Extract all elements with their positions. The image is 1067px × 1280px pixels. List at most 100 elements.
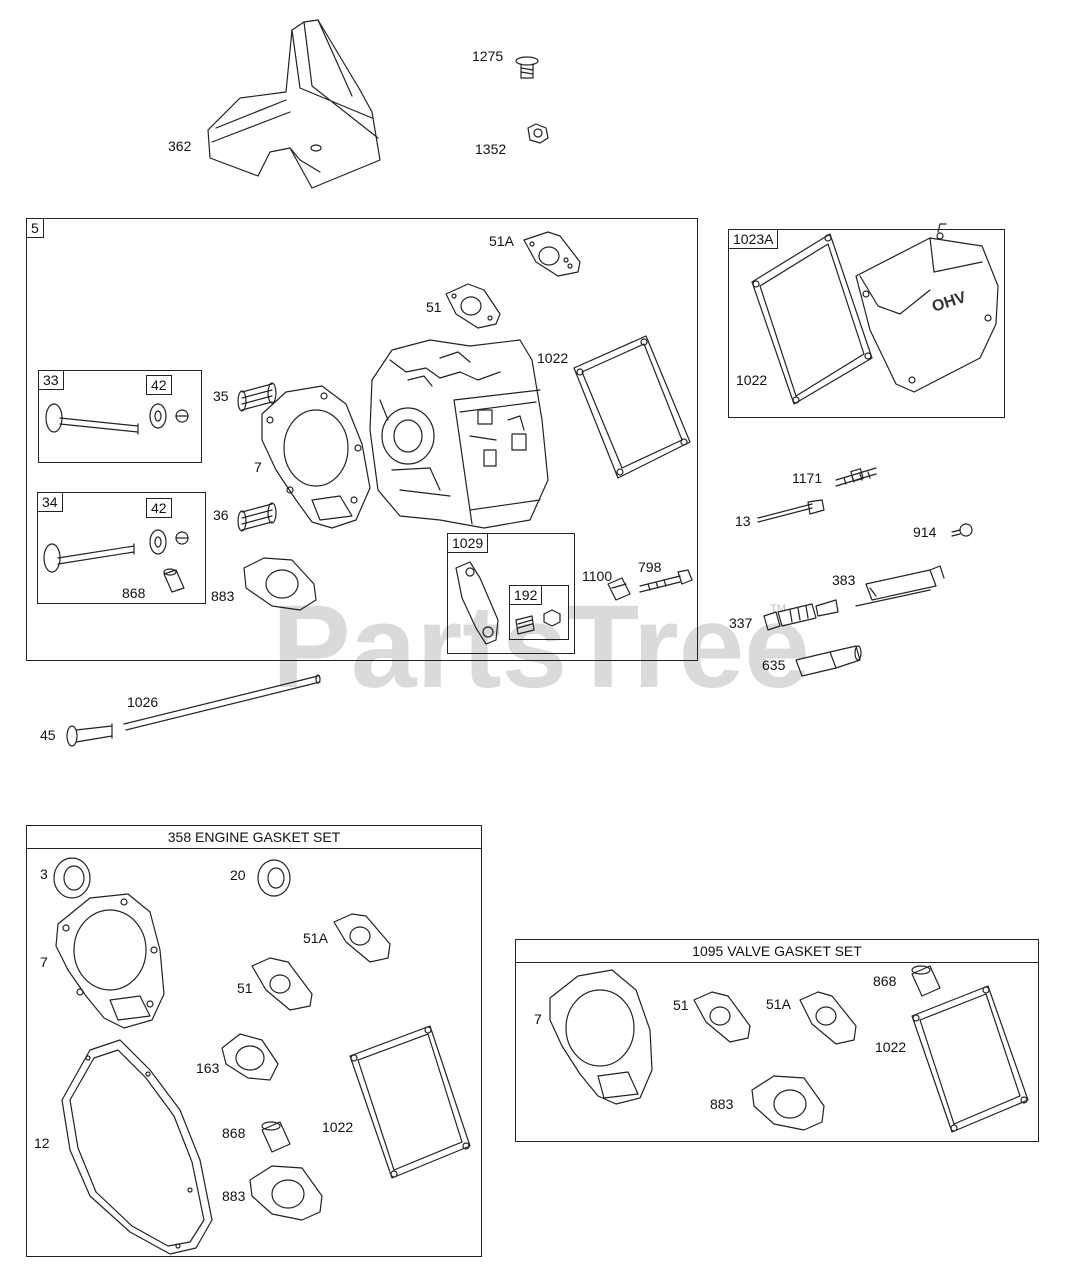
callout-36: 36 xyxy=(213,507,229,523)
callout-51A: 51A xyxy=(489,233,514,249)
sub-box-42-2: 42 xyxy=(146,498,172,518)
part-1171-stud[interactable] xyxy=(835,467,877,487)
valve-part-51-gasket[interactable] xyxy=(693,991,751,1043)
part-1022-gasket[interactable] xyxy=(573,335,691,479)
engine-callout-1022: 1022 xyxy=(322,1119,354,1135)
engine-part-20-seal[interactable] xyxy=(257,859,291,897)
watermark-trademark: TM xyxy=(770,603,786,615)
callout-7: 7 xyxy=(254,459,262,475)
sub-tag-1029: 1029 xyxy=(447,533,489,553)
callout-362: 362 xyxy=(168,138,192,154)
part-914-screw[interactable] xyxy=(951,523,973,537)
callout-635: 635 xyxy=(762,657,786,673)
engine-gasket-set-title: 358 ENGINE GASKET SET xyxy=(27,826,481,849)
part-635-boot[interactable] xyxy=(795,645,862,677)
assembly-box-5: 5 xyxy=(26,218,698,661)
part-1029-rocker-arm[interactable] xyxy=(455,561,499,645)
part-cylinder-head[interactable] xyxy=(369,339,549,529)
engine-part-7-head-gasket[interactable] xyxy=(55,893,165,1029)
callout-13: 13 xyxy=(735,513,751,529)
sub-tag-33: 33 xyxy=(38,370,64,390)
part-1026-push-rod[interactable] xyxy=(123,674,321,731)
valve-part-1022-gasket[interactable] xyxy=(911,985,1029,1133)
part-1275-screw[interactable] xyxy=(515,56,539,79)
engine-gasket-set-box: 358 ENGINE GASKET SET xyxy=(26,825,482,1257)
engine-callout-20: 20 xyxy=(230,867,246,883)
part-7-head-gasket[interactable] xyxy=(261,385,371,529)
part-34-valve[interactable] xyxy=(43,543,135,573)
valve-callout-868: 868 xyxy=(873,973,897,989)
valve-gasket-set-box: 1095 VALVE GASKET SET xyxy=(515,939,1039,1142)
engine-part-51-gasket[interactable] xyxy=(251,957,313,1011)
sub-box-42: 42 xyxy=(146,375,172,395)
valve-callout-51: 51 xyxy=(673,997,689,1013)
engine-part-51A-gasket[interactable] xyxy=(333,913,391,963)
engine-callout-3: 3 xyxy=(40,866,48,882)
part-rocker-cover[interactable] xyxy=(855,223,999,393)
valve-callout-883: 883 xyxy=(710,1096,734,1112)
callout-1026: 1026 xyxy=(127,694,159,710)
part-192-stud[interactable] xyxy=(515,609,561,635)
engine-part-3-seal[interactable] xyxy=(53,857,91,899)
sub-tag-192: 192 xyxy=(509,585,543,605)
part-337-spark-plug[interactable] xyxy=(763,599,839,631)
callout-383: 383 xyxy=(832,572,856,588)
callout-798: 798 xyxy=(638,559,662,575)
valve-part-51A-gasket[interactable] xyxy=(799,991,857,1045)
valve-part-7-head-gasket[interactable] xyxy=(549,969,653,1105)
engine-callout-51: 51 xyxy=(237,980,253,996)
engine-callout-7: 7 xyxy=(40,954,48,970)
callout-883: 883 xyxy=(211,588,235,604)
assembly-tag-1023A: 1023A xyxy=(728,229,779,249)
part-33-valve[interactable] xyxy=(45,403,139,435)
engine-callout-12: 12 xyxy=(34,1135,50,1151)
callout-1352: 1352 xyxy=(475,141,507,157)
callout-1275: 1275 xyxy=(472,48,504,64)
sub-tag-34: 34 xyxy=(37,492,63,512)
assembly-box-1023A: 1023A xyxy=(728,229,1005,418)
sub-box-34: 34 xyxy=(37,492,206,604)
engine-callout-51A: 51A xyxy=(303,930,328,946)
part-42-retainer-2[interactable] xyxy=(149,529,189,555)
part-868-seal[interactable] xyxy=(163,568,185,593)
callout-45: 45 xyxy=(40,727,56,743)
sub-box-192: 192 xyxy=(509,585,569,640)
part-798-screw[interactable] xyxy=(639,569,693,593)
watermark: PartsTree xyxy=(272,581,810,713)
part-51A-gasket[interactable] xyxy=(523,231,581,277)
part-36-spring[interactable] xyxy=(237,502,277,532)
engine-part-163-gasket[interactable] xyxy=(221,1033,279,1081)
sub-tag-42-2: 42 xyxy=(146,498,172,518)
part-45-tappet[interactable] xyxy=(66,723,113,747)
valve-part-883-gasket[interactable] xyxy=(751,1075,825,1131)
engine-callout-868: 868 xyxy=(222,1125,246,1141)
engine-part-1022-gasket[interactable] xyxy=(349,1025,471,1179)
part-1352-nut[interactable] xyxy=(527,123,549,144)
engine-part-883-gasket[interactable] xyxy=(249,1165,323,1221)
sub-box-1029: 1029 xyxy=(447,533,575,654)
sub-box-33: 33 xyxy=(38,370,202,463)
part-13-bolt[interactable] xyxy=(757,499,825,523)
part-362-air-baffle[interactable] xyxy=(207,19,381,189)
part-35-spring[interactable] xyxy=(237,382,277,412)
callout-35: 35 xyxy=(213,388,229,404)
engine-part-12-crankcase-gasket[interactable] xyxy=(61,1039,213,1255)
engine-callout-163: 163 xyxy=(196,1060,220,1076)
valve-part-868-seal[interactable] xyxy=(911,965,941,997)
engine-part-868-seal[interactable] xyxy=(261,1121,291,1153)
valve-gasket-set-title: 1095 VALVE GASKET SET xyxy=(516,940,1038,963)
part-42-retainer[interactable] xyxy=(149,403,189,429)
valve-callout-7: 7 xyxy=(534,1011,542,1027)
part-51-gasket[interactable] xyxy=(445,283,501,329)
engine-callout-883: 883 xyxy=(222,1188,246,1204)
callout-1022: 1022 xyxy=(537,350,569,366)
part-883-gasket[interactable] xyxy=(243,557,317,611)
part-383-ignition-module[interactable] xyxy=(855,565,945,607)
callout-914: 914 xyxy=(913,524,937,540)
callout-1022-cover: 1022 xyxy=(736,372,768,388)
callout-337: 337 xyxy=(729,615,753,631)
valve-callout-1022: 1022 xyxy=(875,1039,907,1055)
part-1022-cover-gasket[interactable] xyxy=(751,233,873,405)
part-1100-nut[interactable] xyxy=(607,577,631,601)
callout-868: 868 xyxy=(122,585,146,601)
